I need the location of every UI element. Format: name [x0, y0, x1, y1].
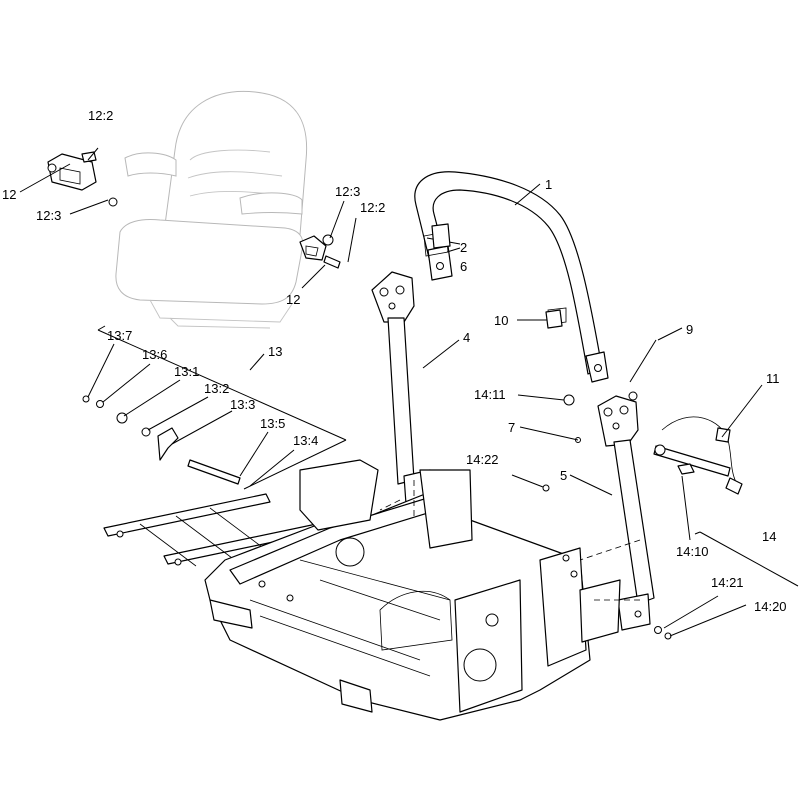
seat-mount-assembly	[103, 459, 331, 567]
callout-14-22: 14:22	[466, 452, 499, 467]
seat-ghost	[115, 90, 308, 329]
main-frame	[204, 459, 621, 721]
callout-12-left: 12	[2, 187, 16, 202]
callout-11: 11	[766, 371, 780, 386]
callout-13-1: 13:1	[174, 364, 199, 379]
callout-12-3-left: 12:3	[36, 208, 61, 223]
callout-12-mid: 12	[286, 292, 300, 307]
callout-1: 1	[545, 177, 552, 192]
callout-10: 10	[494, 313, 508, 328]
callout-14-11: 14:11	[474, 387, 506, 402]
hardware	[82, 391, 695, 640]
callout-13: 13	[268, 344, 282, 359]
callout-4: 4	[463, 330, 470, 345]
callout-12-3-mid: 12:3	[335, 184, 360, 199]
callout-7: 7	[508, 420, 515, 435]
callout-13-4: 13:4	[293, 433, 318, 448]
callout-12-2-left: 12:2	[88, 108, 113, 123]
rops-left-post	[371, 271, 431, 505]
callout-9: 9	[686, 322, 693, 337]
install-lines	[379, 480, 641, 601]
callout-6: 6	[460, 259, 467, 274]
callout-14-20: 14:20	[754, 599, 787, 614]
leader-lines	[19, 147, 799, 637]
callout-labels: 1 2 6 4 10 9 11 7 5 14:11 14:22 14:10 14…	[2, 108, 787, 614]
seat-belt-buckle-left	[47, 151, 118, 207]
rops-upper-hoop	[414, 171, 609, 383]
callout-5: 5	[560, 468, 567, 483]
seat-belt-buckle-mid	[299, 234, 341, 269]
callout-13-6: 13:6	[142, 347, 167, 362]
callout-14-21: 14:21	[711, 575, 744, 590]
decals	[431, 223, 563, 329]
callout-14: 14	[762, 529, 776, 544]
callout-13-5: 13:5	[260, 416, 285, 431]
callout-13-7: 13:7	[107, 328, 132, 343]
callout-2: 2	[460, 240, 467, 255]
callout-13-3: 13:3	[230, 397, 255, 412]
callout-13-2: 13:2	[204, 381, 229, 396]
callout-12-2-mid: 12:2	[360, 200, 385, 215]
rops-right-post	[597, 395, 655, 631]
callout-14-10: 14:10	[676, 544, 709, 559]
